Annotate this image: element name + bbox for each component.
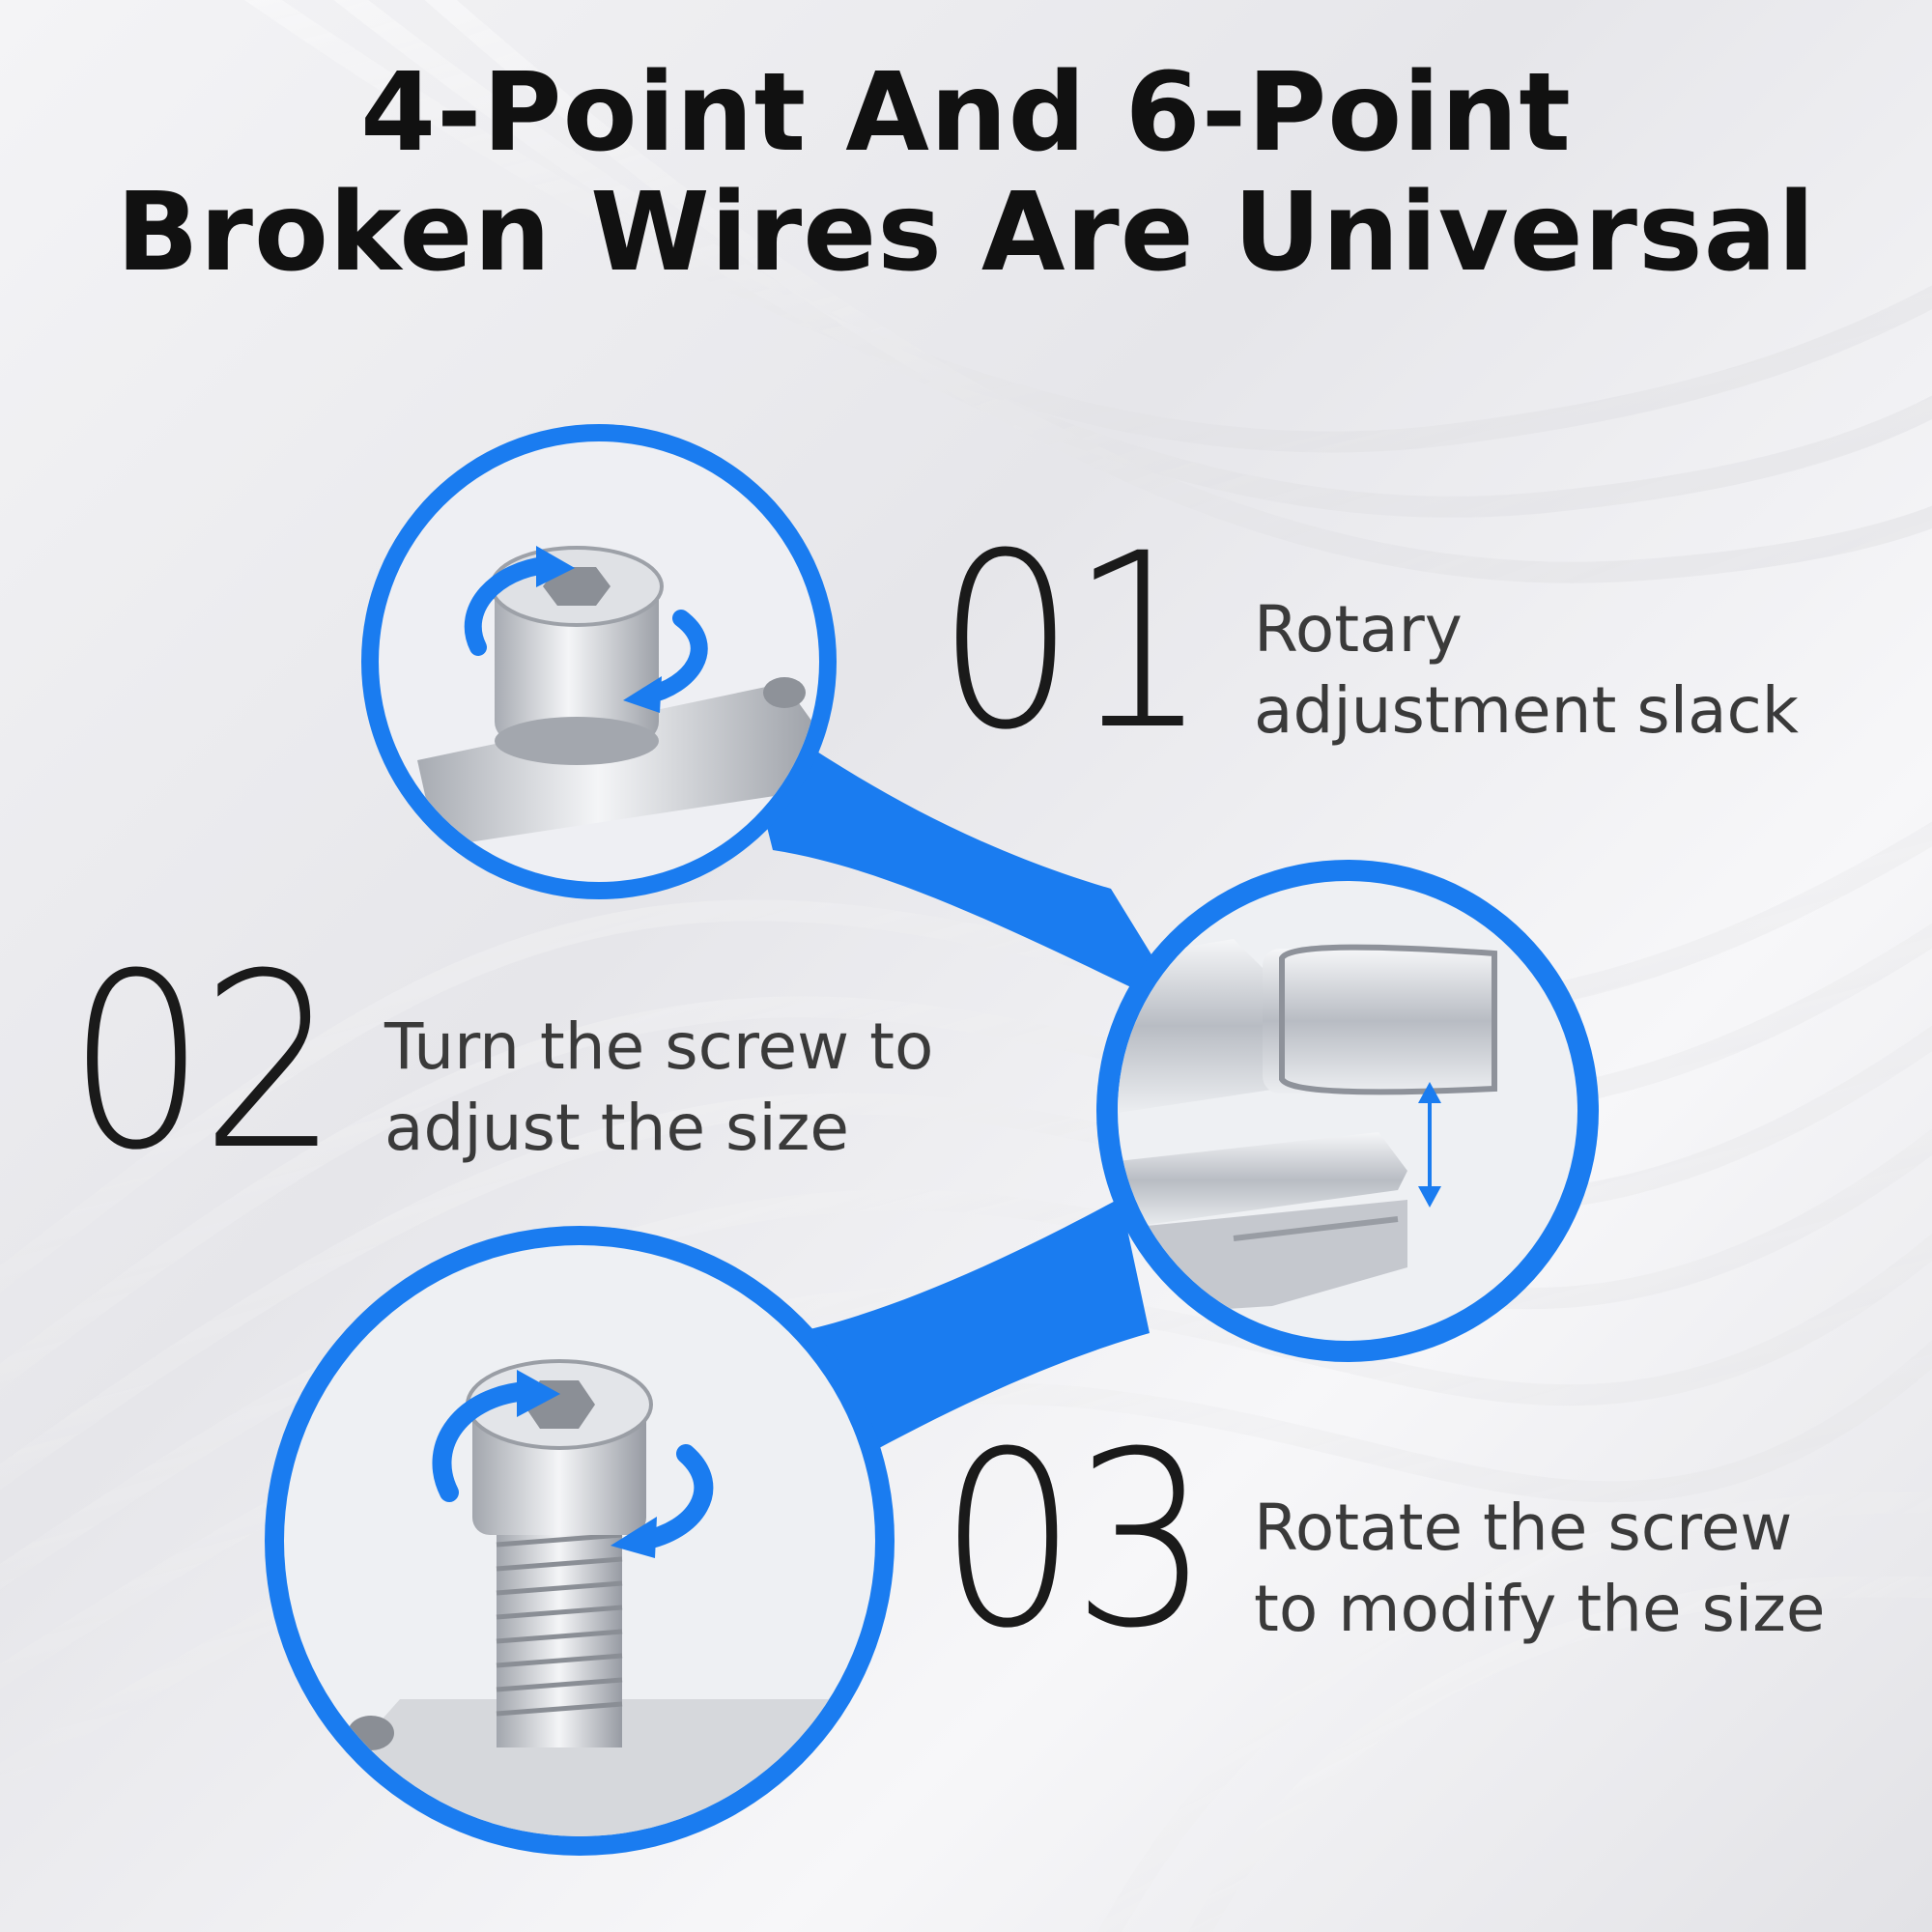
rotation-arrow-icon: [464, 546, 708, 713]
step-text-01-line-2: adjustment slack: [1254, 673, 1800, 748]
step-number-01: 01: [937, 501, 1208, 782]
title-line-2: Broken Wires Are Universal: [116, 170, 1816, 296]
step-text-03-line-2: to modify the size: [1254, 1572, 1826, 1646]
step-number-02: 02: [68, 922, 339, 1203]
gap-arrow-icon: [1418, 1082, 1441, 1208]
step-number-03: 03: [939, 1400, 1210, 1681]
rotation-arrow-icon-2: [432, 1370, 714, 1558]
step-text-03-line-1: Rotate the screw: [1254, 1491, 1793, 1565]
jaw-gap-detail: [1118, 881, 1577, 1341]
step-text-02-line-1: Turn the screw to: [384, 1009, 934, 1084]
step-text-01: Rotary adjustment slack: [1254, 589, 1799, 752]
screw-rotation-detail: [379, 441, 819, 882]
title-line-1: 4-Point And 6-Point: [360, 50, 1572, 176]
page-title: 4-Point And 6-Point Broken Wires Are Uni…: [0, 53, 1932, 293]
step-text-02: Turn the screw to adjust the size: [384, 1007, 933, 1169]
step-text-02-line-2: adjust the size: [384, 1091, 850, 1165]
bolt-rotation-detail: [284, 1245, 875, 1836]
step-text-01-line-1: Rotary: [1254, 592, 1463, 667]
step-text-03: Rotate the screw to modify the size: [1254, 1488, 1826, 1650]
